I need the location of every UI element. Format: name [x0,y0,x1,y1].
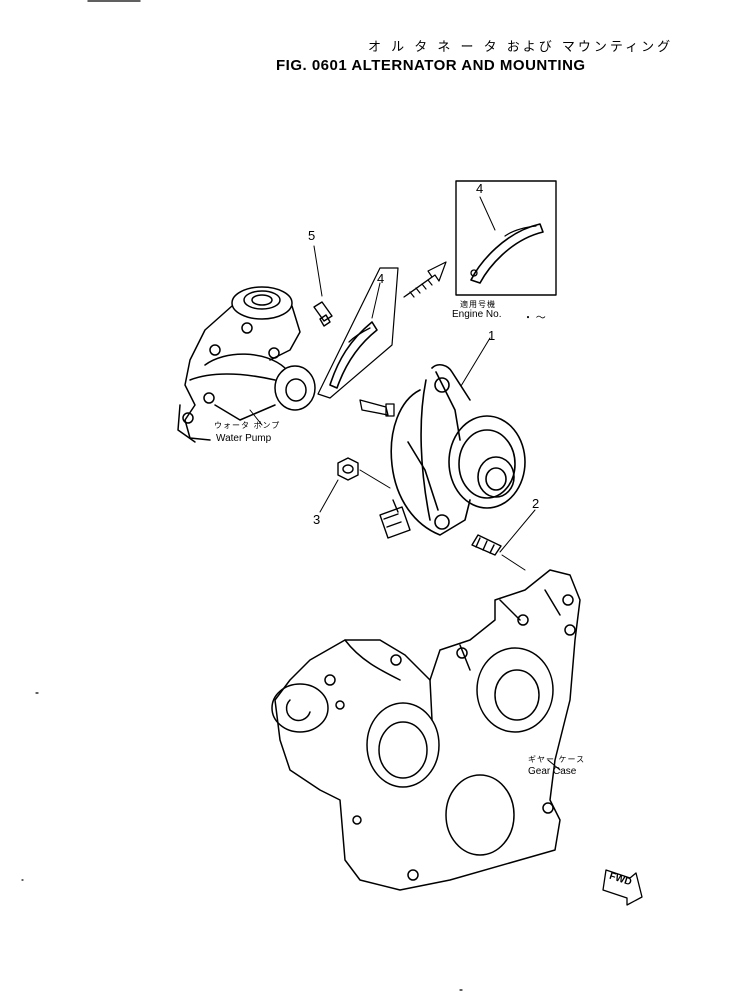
alternator-connector [379,499,411,539]
part-number-4-inset: 4 [476,181,484,196]
scan-specks [21,692,463,991]
part-number-1: 1 [488,328,496,343]
water-pump-label-jp: ウォータ ポンプ [214,421,281,430]
part-number-2: 2 [532,496,540,511]
gear-case [271,569,581,891]
alternator-part-1 [390,337,526,536]
inset-label-jp: 適用号機 [460,300,496,309]
water-pump-label-en: Water Pump [216,433,272,444]
leader-lines [249,409,561,771]
gear-case-label-jp: ギヤー ケース [528,755,586,764]
inset-range: ・ ～ [523,313,546,324]
stud-part-2 [471,509,536,571]
title-japanese: オ ル タ ネ ー タ および マウンティング [368,40,674,55]
direction-arrow [403,261,447,298]
part-number-5: 5 [308,228,316,243]
title-english: FIG. 0601 ALTERNATOR AND MOUNTING [276,57,586,74]
inset-bracket-detail [455,180,557,296]
water-pump [177,286,316,443]
part-number-3: 3 [313,512,321,527]
fwd-arrow [602,869,643,906]
pivot-bolt [359,399,395,417]
inset-label-en: Engine No. [452,309,502,320]
part-number-4: 4 [377,271,385,286]
bolt-part-5 [313,245,333,327]
adjusting-bracket-part-4 [317,267,399,399]
nut-part-3 [319,457,391,513]
gear-case-label-en: Gear Case [528,766,577,777]
